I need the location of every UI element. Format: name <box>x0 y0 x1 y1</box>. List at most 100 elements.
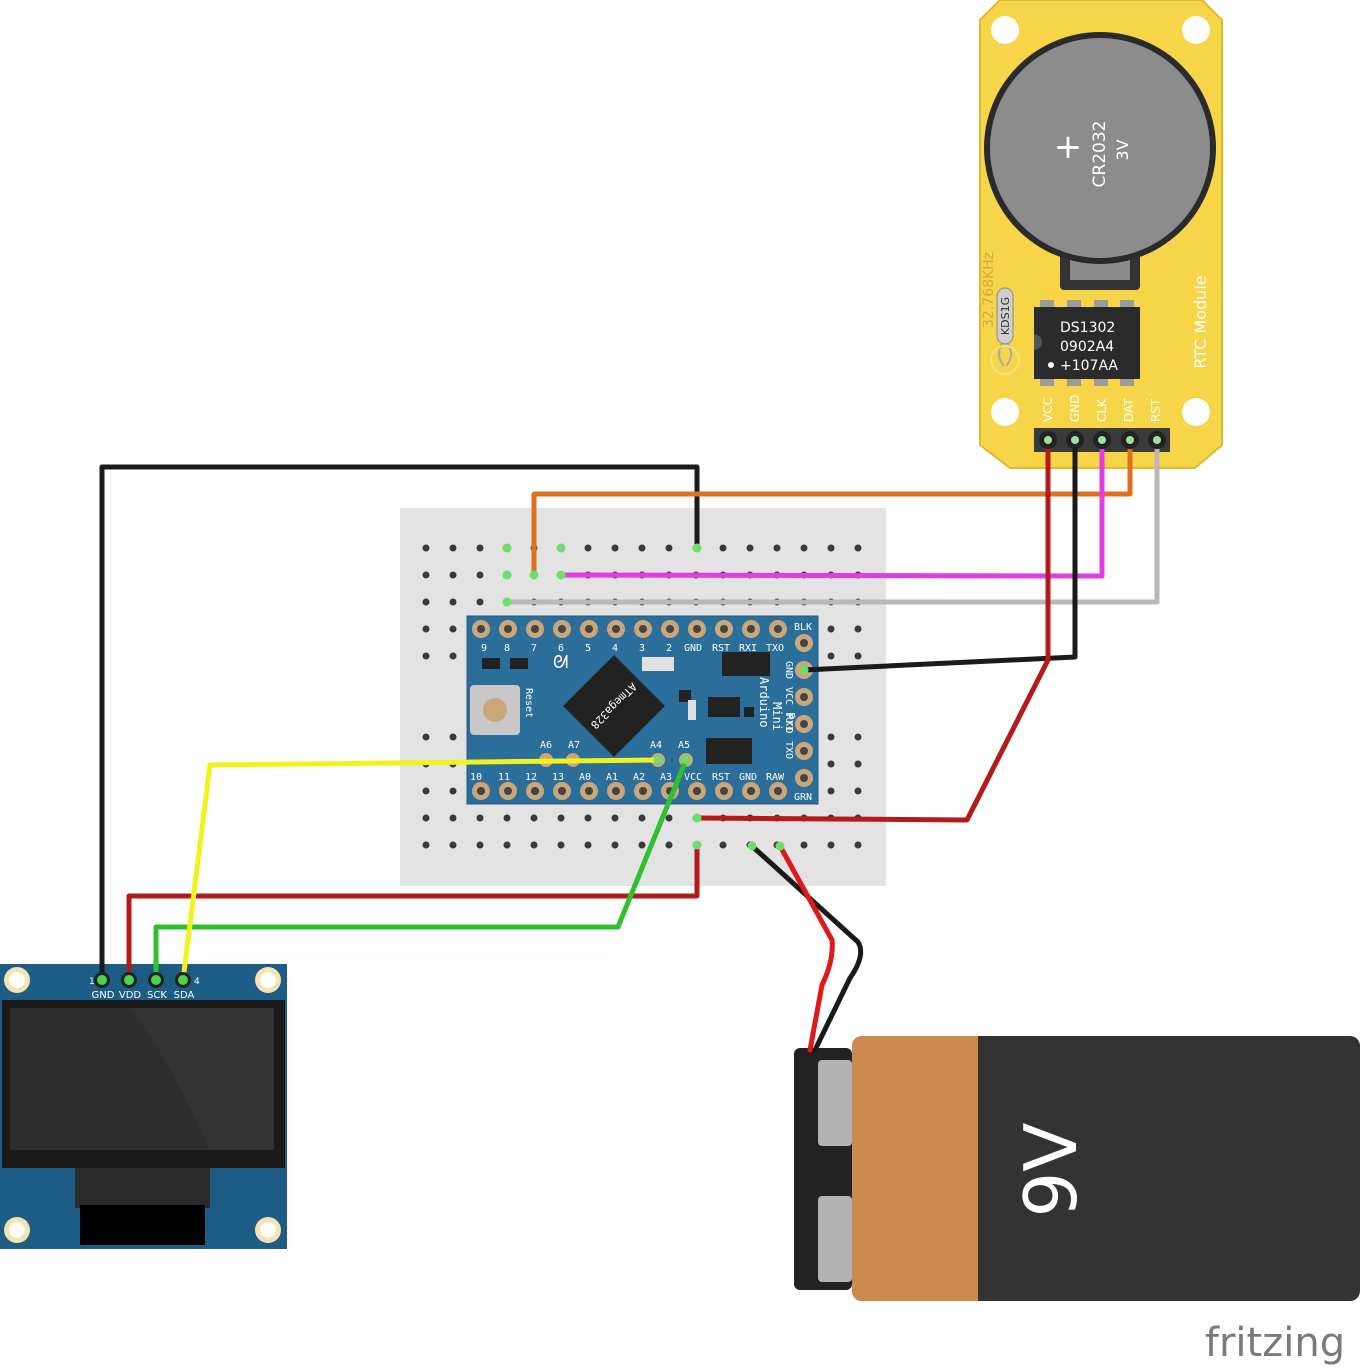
chip-line-3: +107AA <box>1060 358 1118 374</box>
ard-top-label: 8 <box>504 643 510 654</box>
wire-rtc-clk <box>558 437 1105 579</box>
breadboard-hole <box>584 544 592 552</box>
pin-hole <box>639 625 647 633</box>
breadboard-hole <box>476 841 484 849</box>
connection-point <box>556 543 566 553</box>
ard-right-label: RXI <box>783 714 794 732</box>
crystal-frequency: 32.768KHz <box>981 252 997 328</box>
breadboard-hole <box>449 841 457 849</box>
pin-hole <box>720 787 728 795</box>
rtc-pin-label: DAT <box>1122 398 1136 422</box>
ard-top-label: 5 <box>585 643 591 654</box>
fritzing-logo: fritzing <box>1205 1320 1345 1366</box>
ard-top-label: GND <box>684 643 702 654</box>
pin-overlays <box>94 431 1166 988</box>
pin-hole <box>585 787 593 795</box>
breadboard-hole <box>665 814 673 822</box>
rtc-header-pin-tip <box>1044 436 1052 444</box>
pin-hole <box>747 625 755 633</box>
plus-sign: + <box>1054 127 1083 167</box>
pin-hole <box>585 625 593 633</box>
connection-point <box>799 665 809 675</box>
ard-mid-label: A6 <box>540 740 552 751</box>
breadboard-hole <box>584 814 592 822</box>
breadboard-hole <box>827 625 835 633</box>
breadboard-hole <box>422 625 430 633</box>
wire-rtc-vcc <box>694 437 1051 823</box>
ard-bottom-label: A2 <box>633 772 645 783</box>
oled-pin-tip <box>124 975 134 985</box>
pin-hole <box>800 774 808 782</box>
breadboard-hole <box>503 814 511 822</box>
oled-pin-label: GND <box>92 990 115 1001</box>
breadboard-hole <box>422 544 430 552</box>
rtc-pin-label: RST <box>1149 398 1163 422</box>
breadboard-hole <box>476 598 484 606</box>
breadboard-hole <box>611 814 619 822</box>
breadboard-hole <box>422 598 430 606</box>
breadboard-hole <box>854 544 862 552</box>
mount-hole <box>991 16 1019 44</box>
pin-hole <box>504 625 512 633</box>
connection-point <box>502 543 512 553</box>
wire-rtc-gnd <box>801 437 1078 673</box>
wire-sda-oled-to-a4 <box>180 757 661 983</box>
breadboard-hole <box>854 760 862 768</box>
rtc-header-pin-tip <box>1153 436 1161 444</box>
ard-top-label: RXI <box>739 643 757 654</box>
ard-top-label: 3 <box>639 643 645 654</box>
ds1302-chip: DS1302 0902A4 +107AA <box>1034 300 1140 386</box>
battery-9v: 9V <box>794 1036 1360 1301</box>
breadboard-hole <box>476 544 484 552</box>
wire-sck-oled-to-a5 <box>153 757 689 983</box>
ard-right-label: GND <box>783 661 794 679</box>
oled-pin-tip <box>151 975 161 985</box>
breadboard-hole <box>422 652 430 660</box>
breadboard-hole <box>584 841 592 849</box>
ard-bottom-label: 10 <box>470 772 482 783</box>
breadboard-hole <box>827 841 835 849</box>
breadboard-hole <box>638 544 646 552</box>
connection-point <box>692 543 702 553</box>
breadboard-hole <box>449 625 457 633</box>
breadboard-hole <box>665 544 673 552</box>
pin-hole <box>693 787 701 795</box>
pin-hole <box>800 747 808 755</box>
breadboard-hole <box>854 652 862 660</box>
pin-hole <box>774 787 782 795</box>
chip-line-2: 0902A4 <box>1060 339 1114 355</box>
breadboard-hole <box>449 652 457 660</box>
ard-top-label: 9 <box>481 643 487 654</box>
battery-label: 9V <box>1009 1122 1093 1217</box>
breadboard-hole <box>476 571 484 579</box>
connection-point <box>502 597 512 607</box>
pin-hole <box>477 625 485 633</box>
ard-right-label: TXO <box>783 741 794 759</box>
battery-voltage: 3V <box>1113 139 1132 160</box>
ard-top-label: 2 <box>666 643 672 654</box>
connection-point <box>775 841 785 851</box>
breadboard-hole <box>422 814 430 822</box>
breadboard-hole <box>746 544 754 552</box>
oled-display: 1 4 GND VDD SCK SDA <box>0 964 287 1249</box>
ard-bottom-label: 13 <box>552 772 564 783</box>
battery-label: CR2032 <box>1090 121 1110 188</box>
oled-pin-label: SDA <box>174 990 195 1001</box>
ard-bottom-label: RST <box>712 772 730 783</box>
breadboard-hole <box>449 571 457 579</box>
crystal-part: KDS1G <box>999 297 1012 335</box>
ard-top-label: 7 <box>531 643 537 654</box>
pin-hole <box>693 625 701 633</box>
ard-bottom-label: A1 <box>606 772 618 783</box>
ard-mid-label: A7 <box>568 740 580 751</box>
rtc-module: + CR2032 3V 32.768KHz KDS1G DS1302 0902A… <box>979 0 1223 469</box>
breadboard-hole <box>854 625 862 633</box>
sparkfun-flame-icon: ᘛ <box>553 652 568 673</box>
coin-cell-battery <box>990 38 1210 258</box>
connection-point <box>692 813 702 823</box>
ard-top-label: RST <box>712 643 730 654</box>
breadboard-hole <box>827 760 835 768</box>
rtc-pin-label: VCC <box>1041 397 1055 422</box>
breadboard-hole <box>719 544 727 552</box>
reset-button-cap <box>483 698 507 722</box>
